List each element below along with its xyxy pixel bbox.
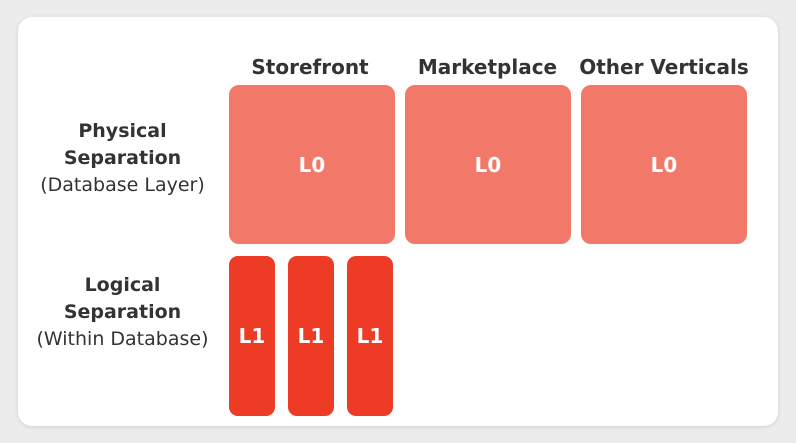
row-label-logical-line3: (Within Database) [36,328,209,350]
l0-box-label: L0 [650,152,678,177]
column-header-other-verticals: Other Verticals [579,55,749,79]
l0-box-marketplace: L0 [405,85,571,244]
row-label-physical-separation: Physical Separation (Database Layer) [20,118,225,199]
l1-box-3: L1 [347,256,393,416]
l1-box-label: L1 [297,324,325,348]
l1-box-label: L1 [356,324,384,348]
l0-box-storefront: L0 [229,85,395,244]
column-header-storefront: Storefront [251,55,369,79]
l0-box-label: L0 [474,152,502,177]
row-label-logical-line2: Separation [63,301,182,323]
l0-box-label: L0 [298,152,326,177]
row-label-physical-line1: Physical [78,120,167,142]
row-label-physical-line3: (Database Layer) [40,174,205,196]
row-label-logical-separation: Logical Separation (Within Database) [20,272,225,353]
row-label-logical-line1: Logical [84,274,161,296]
l1-box-2: L1 [288,256,334,416]
column-header-marketplace: Marketplace [417,55,558,79]
l1-box-label: L1 [238,324,266,348]
l0-box-other-verticals: L0 [581,85,747,244]
l1-box-1: L1 [229,256,275,416]
row-label-physical-line2: Separation [63,147,182,169]
